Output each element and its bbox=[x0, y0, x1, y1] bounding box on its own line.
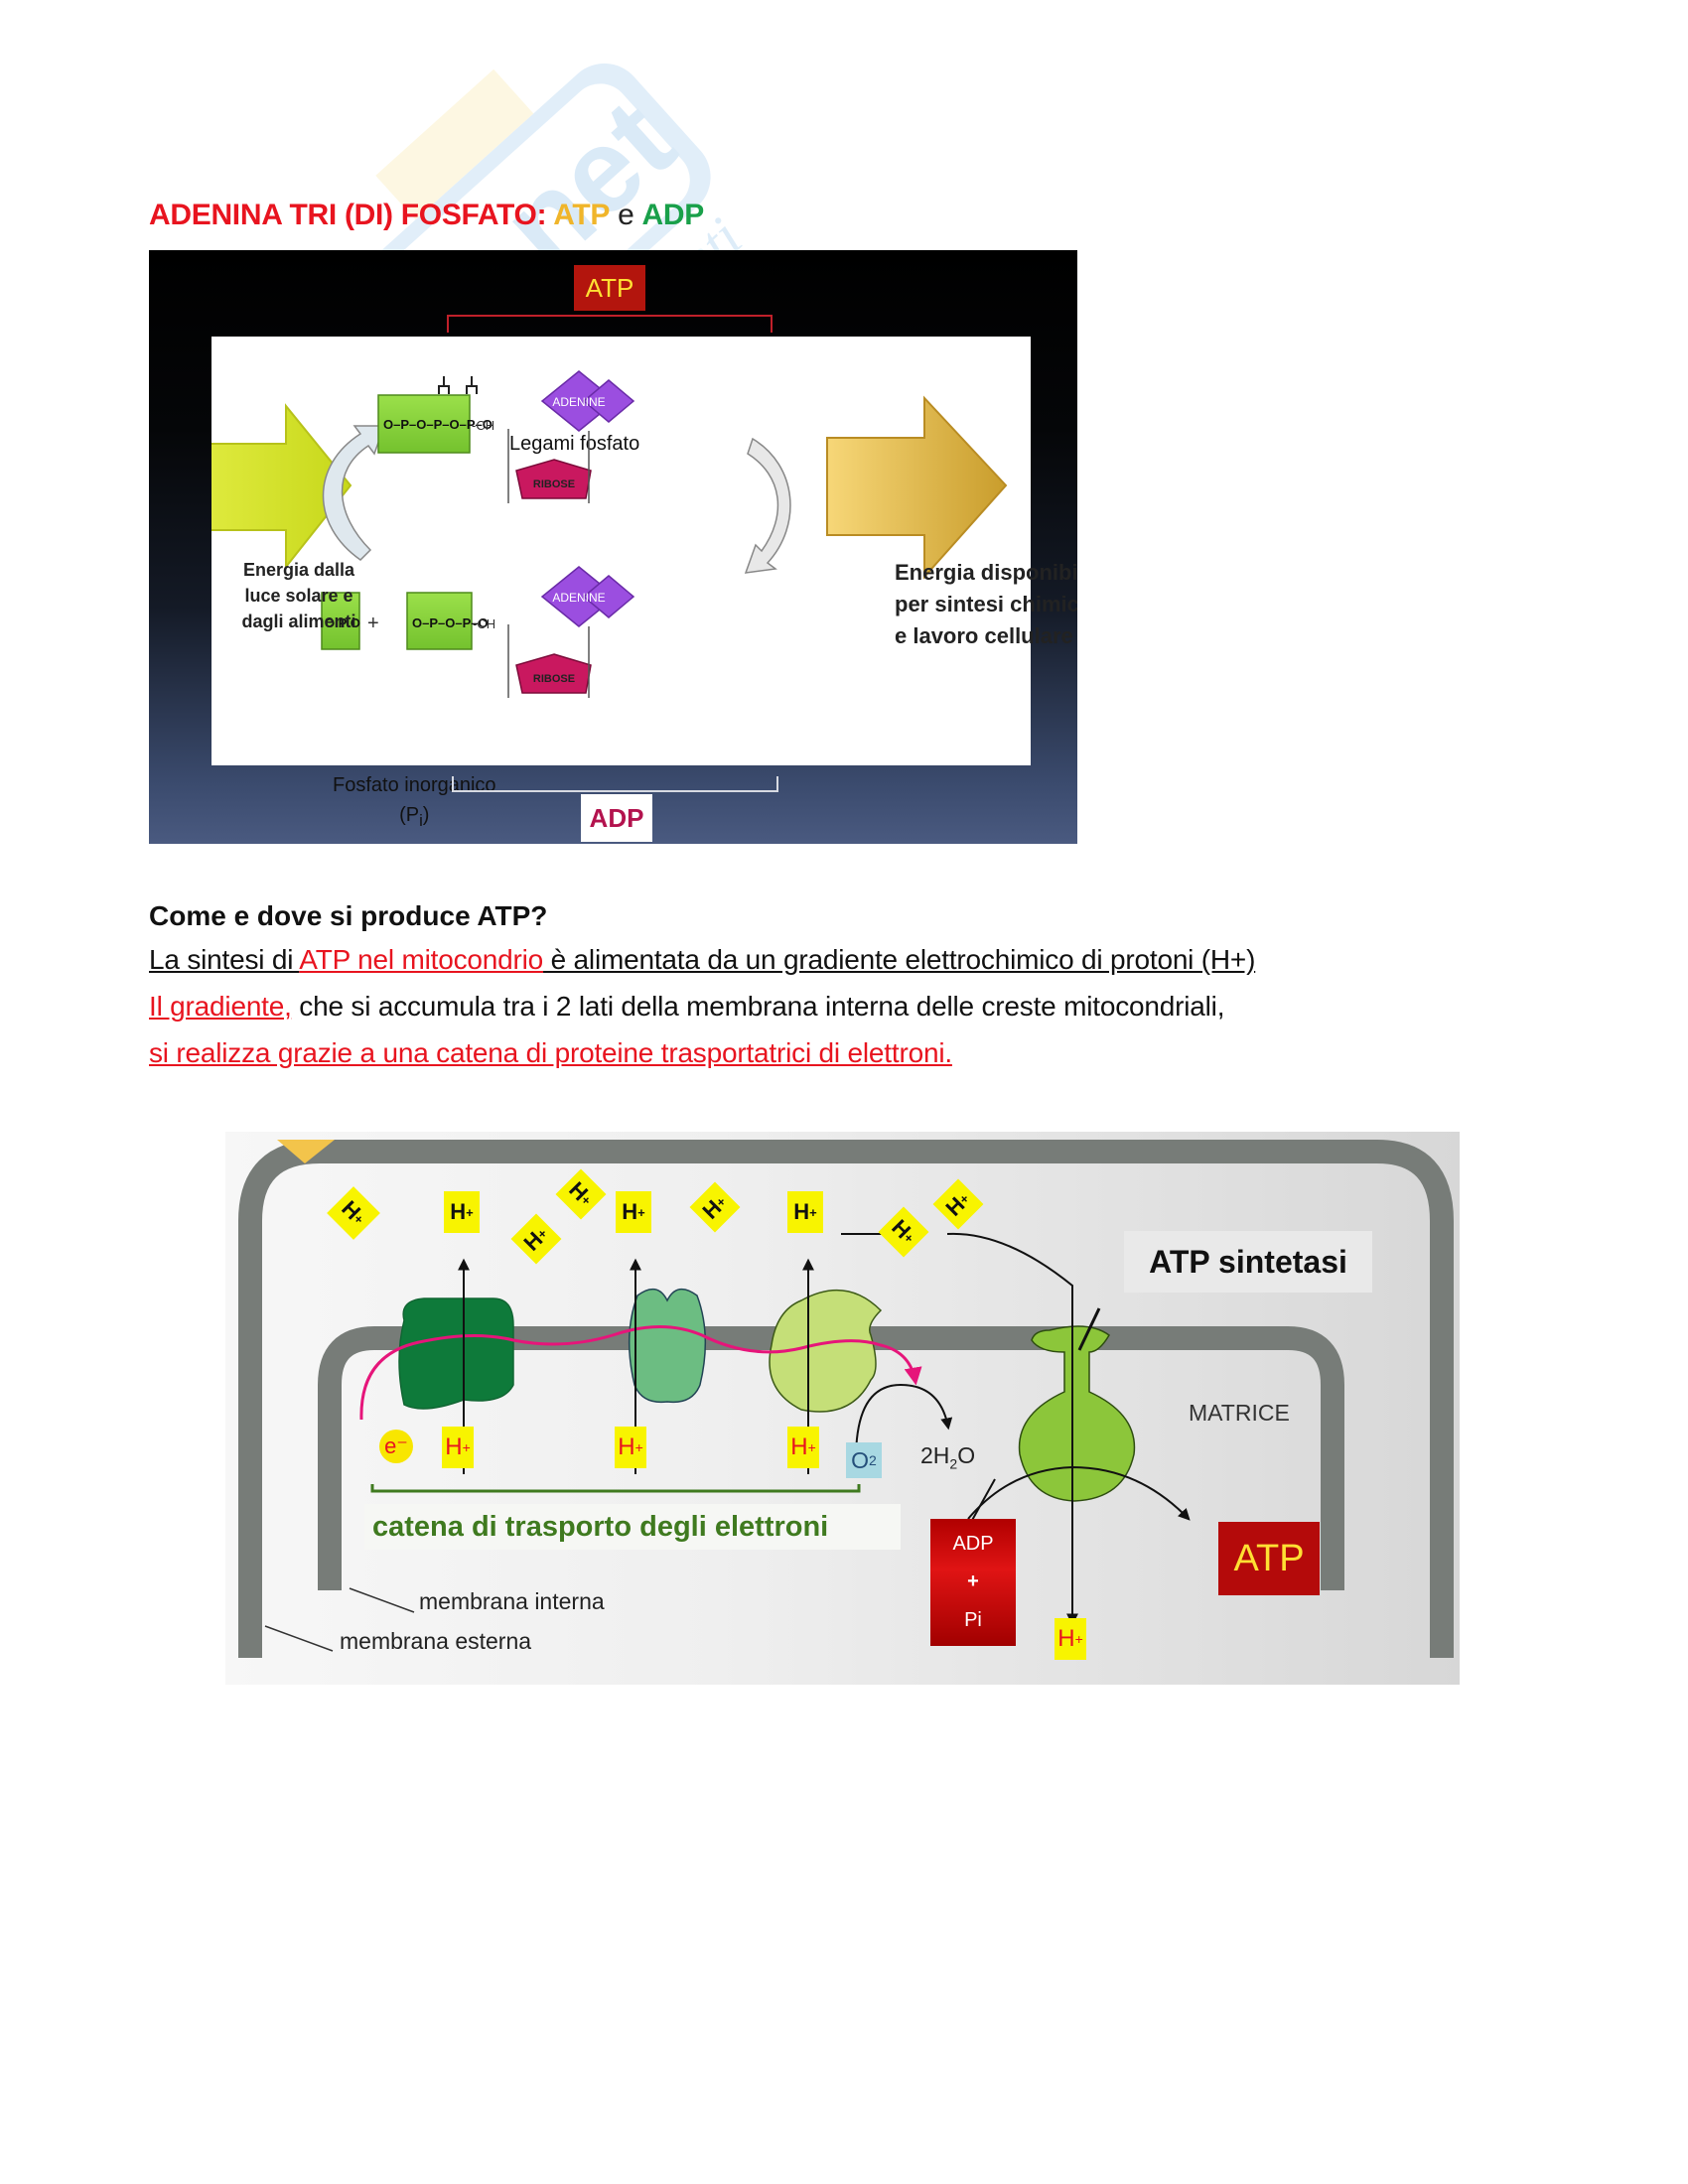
proton-box: H+ bbox=[616, 1191, 651, 1233]
atp-bracket bbox=[447, 315, 773, 333]
title-atp: ATP bbox=[553, 199, 611, 231]
catena-trasporto-caption: catena di trasporto degli elettroni bbox=[364, 1504, 901, 1550]
paragraph-2: Il gradiente, che si accumula tra i 2 la… bbox=[149, 991, 1225, 1022]
adp-pi-box: ADP + Pi bbox=[930, 1519, 1016, 1646]
adp-chain-text: O–P–O–P–O bbox=[412, 615, 489, 630]
title-adp: ADP bbox=[641, 199, 705, 231]
ribose-top-label: RIBOSE bbox=[533, 478, 575, 490]
ribose-bottom-label: RIBOSE bbox=[533, 673, 575, 685]
complex-3 bbox=[769, 1289, 883, 1413]
proton-box: H+ bbox=[444, 1191, 480, 1233]
atp-product-box: ATP bbox=[1218, 1522, 1320, 1595]
atp-phosphate-block bbox=[377, 394, 471, 454]
atp-chain-text: O–P–O–P–O–P–O bbox=[383, 417, 492, 432]
proton-box-synthase: H+ bbox=[1055, 1618, 1086, 1660]
proton-box-matrix: H+ bbox=[787, 1427, 819, 1468]
adp-label: ADP bbox=[581, 794, 652, 842]
document-title: ADENINA TRI (DI) FOSFATO: ATP e ADP bbox=[149, 199, 704, 232]
cycle-panel: Legami fosfato bbox=[211, 337, 1077, 830]
pi-phosphate-block bbox=[321, 592, 360, 650]
electron-path bbox=[359, 1325, 922, 1421]
outer-membrane bbox=[238, 1140, 1454, 1658]
cycle-arrow-up bbox=[322, 425, 386, 561]
cycle-diagram: O–P–O–P–O–P–O O–P–O–P–O O P O -CH -CH + … bbox=[211, 370, 1008, 698]
ch2-bottom: -CH bbox=[473, 616, 495, 631]
energy-in-text: Energia dalla luce solare e dagli alimen… bbox=[241, 560, 356, 631]
adp-bracket bbox=[452, 776, 778, 792]
adenine-top bbox=[540, 370, 635, 432]
corner-marker bbox=[277, 1140, 335, 1163]
bond-markers bbox=[438, 376, 478, 394]
adenine-bottom-label: ADENINE bbox=[552, 591, 605, 605]
electron-circle: e⁻ bbox=[379, 1430, 413, 1463]
proton-box-matrix: H+ bbox=[615, 1427, 646, 1468]
catena-bracket bbox=[370, 1484, 861, 1493]
legami-fosfato-label: Legami fosfato bbox=[509, 433, 640, 455]
energy-out-arrow bbox=[826, 395, 1008, 580]
title-main: ADENINA TRI (DI) FOSFATO: bbox=[149, 199, 554, 231]
atp-sintetasi-caption: ATP sintetasi bbox=[1124, 1231, 1372, 1293]
section-question: Come e dove si produce ATP? bbox=[149, 900, 548, 931]
energy-in-arrow bbox=[211, 403, 352, 570]
electron-transport-figure: H+ H+ H+ H+ H+ H+ H+ H+ H+ e⁻ H+ H+ H+ H… bbox=[225, 1132, 1460, 1685]
complex-1 bbox=[398, 1297, 514, 1410]
mitochondrion-diagram bbox=[238, 1140, 1454, 1658]
title-connector: e bbox=[610, 199, 642, 231]
paragraph-3: si realizza grazie a una catena di prote… bbox=[149, 1037, 952, 1068]
plus-sign: + bbox=[367, 613, 379, 634]
ch2-top: -CH bbox=[472, 418, 494, 433]
ribose-bottom bbox=[515, 653, 592, 694]
paragraph-1: La sintesi di ATP nel mitocondrio è alim… bbox=[149, 944, 1256, 975]
membrana-interna-label: membrana interna bbox=[419, 1588, 605, 1614]
pi-chain-text: O P O bbox=[325, 615, 360, 630]
cycle-arrow-down bbox=[744, 437, 791, 574]
atp-adp-cycle-figure: ATP Legami fosfato bbox=[149, 250, 1077, 844]
proton-box-matrix: H+ bbox=[442, 1427, 474, 1468]
atp-synthase bbox=[1018, 1325, 1136, 1502]
adenine-top-label: ADENINE bbox=[552, 395, 605, 409]
matrice-label: MATRICE bbox=[1189, 1400, 1290, 1426]
atp-label: ATP bbox=[574, 265, 645, 311]
proton-box: H+ bbox=[787, 1191, 823, 1233]
membrana-esterna-label: membrana esterna bbox=[340, 1628, 532, 1654]
energy-out-text: Energia disponibile per sintesi chimica … bbox=[895, 560, 1077, 648]
complex-2 bbox=[628, 1288, 707, 1404]
water-label: 2H2O bbox=[920, 1442, 976, 1472]
ribose-top bbox=[515, 459, 592, 499]
adp-phosphate-block bbox=[406, 592, 473, 650]
adenine-bottom bbox=[540, 566, 635, 627]
pi-label: (Pi) bbox=[399, 804, 430, 830]
